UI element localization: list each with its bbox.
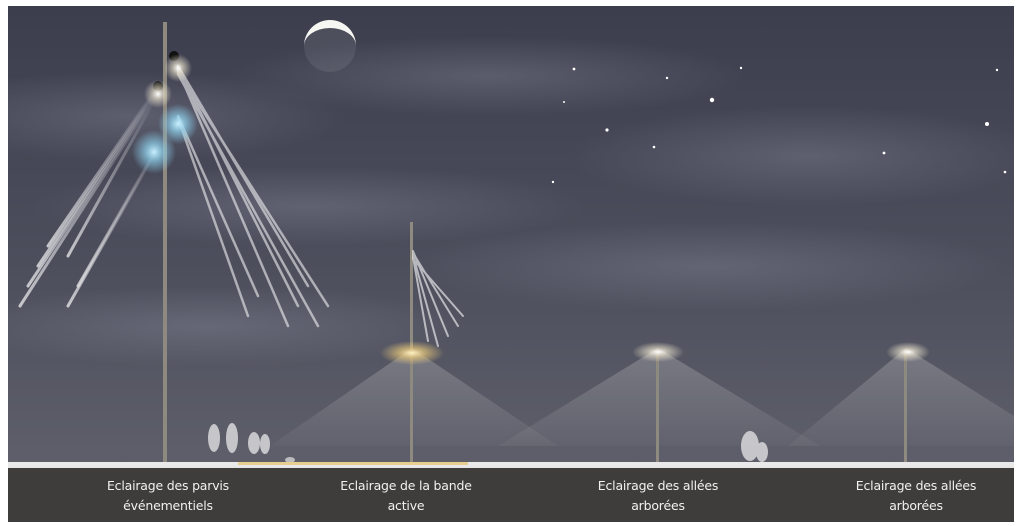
caption-line: Eclairage des parvis <box>106 478 229 493</box>
street-lamp-icon <box>380 222 464 466</box>
caption-tree-lined-alley: Eclairage des allées arborées <box>558 476 758 516</box>
star-icon <box>551 66 1007 184</box>
street-lamp-icon <box>18 22 330 466</box>
caption-line: Eclairage des allées <box>855 478 977 493</box>
moon-icon <box>304 20 356 72</box>
caption-line: événementiels <box>123 498 213 513</box>
pedestrian-silhouette-icon <box>208 423 768 462</box>
caption-line: arborées <box>631 498 685 513</box>
caption-event-forecourt: Eclairage des parvis événementiels <box>68 476 268 516</box>
caption-active-strip: Eclairage de la bande active <box>306 476 506 516</box>
caption-line: Eclairage des allées <box>597 478 719 493</box>
night-lighting-scene <box>8 6 1014 466</box>
ground-line <box>8 462 1014 466</box>
caption-line: arborées <box>889 498 943 513</box>
clouds <box>8 36 1014 366</box>
caption-bar: Eclairage des parvis événementiels Eclai… <box>8 466 1014 522</box>
caption-line: Eclairage de la bande <box>340 478 472 493</box>
street-lamp-icon <box>632 342 684 466</box>
caption-tree-lined-alley-2: Eclairage des allées arborées <box>816 476 1016 516</box>
dog-silhouette-icon <box>285 457 295 463</box>
street-lamp-icon <box>886 342 930 466</box>
caption-line: active <box>387 498 425 513</box>
